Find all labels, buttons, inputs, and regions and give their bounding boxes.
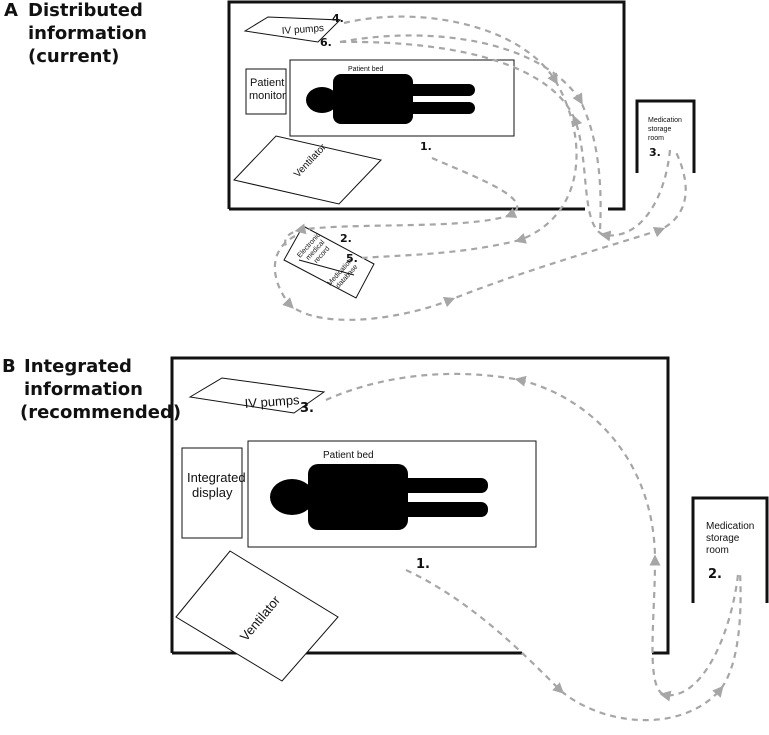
panel-a-iv-pumps-label: IV pumps xyxy=(281,23,324,37)
panel-a-title-line1: Distributed xyxy=(28,0,143,21)
panel-a-path-storage-to-pumps xyxy=(336,40,672,242)
panel-b-integrated-display-label1: Integrated xyxy=(187,470,246,485)
panel-b-med-storage-label1: Medication xyxy=(706,521,754,532)
panel-b-path-bed-to-storage xyxy=(405,569,742,722)
panel-a-step-4: 4. xyxy=(332,12,344,25)
panel-a-step-2: 2. xyxy=(340,232,352,245)
panel-a-step-5: 5. xyxy=(346,252,358,265)
panel-a: A Distributed information (current) IV p… xyxy=(4,0,696,321)
panel-a-letter: A xyxy=(4,0,18,21)
panel-b-med-storage-label3: room xyxy=(706,545,729,556)
panel-b-integrated-display-label2: display xyxy=(192,485,233,500)
panel-b-letter: B xyxy=(2,356,16,377)
panel-a-room-walls xyxy=(227,0,626,211)
panel-b-patient-bed-label: Patient bed xyxy=(323,450,374,461)
panel-a-workflow-paths xyxy=(273,15,687,321)
panel-b-med-storage-label2: storage xyxy=(706,533,740,544)
panel-a-med-storage-label2: storage xyxy=(648,126,671,133)
panel-b-workflow-paths xyxy=(325,372,742,722)
panel-b-patient-silhouette xyxy=(270,464,488,530)
panel-a-title-line2: information xyxy=(28,23,147,44)
panel-a-title-line3: (current) xyxy=(28,46,119,67)
panel-a-patient-bed-label: Patient bed xyxy=(348,66,384,73)
panel-b-step-3: 3. xyxy=(300,401,314,416)
panel-a-med-storage-room xyxy=(635,99,696,173)
panel-b-ventilator xyxy=(175,550,339,682)
panel-a-emr-card xyxy=(283,225,375,299)
panel-b-title-line1: Integrated xyxy=(24,356,132,377)
panel-a-med-storage-label3: room xyxy=(648,135,664,142)
panel-b-iv-pumps-label: IV pumps xyxy=(244,392,300,411)
panel-b: B Integrated information (recommended) I… xyxy=(2,356,769,722)
panel-a-iv-pumps xyxy=(243,16,342,43)
panel-b-step-1: 1. xyxy=(416,557,430,572)
panel-b-iv-pumps xyxy=(188,377,326,414)
panel-a-path-pumps-to-emr xyxy=(343,15,578,260)
panel-a-path-emr-loop xyxy=(273,149,687,321)
panel-a-patient-monitor-label1: Patient xyxy=(250,77,284,89)
panel-b-step-2: 2. xyxy=(708,567,722,582)
panel-a-step-3: 3. xyxy=(649,146,661,159)
panel-b-integrated-display xyxy=(181,447,243,539)
panel-b-title-line2: information xyxy=(24,379,143,400)
panel-b-path-storage-to-pumps xyxy=(325,372,740,702)
panel-a-step-6: 6. xyxy=(320,36,332,49)
panel-a-path-pumps-return xyxy=(339,34,602,231)
panel-a-patient-monitor xyxy=(245,68,287,115)
panel-a-step-1: 1. xyxy=(420,140,432,153)
panel-a-patient-monitor-label2: monitor xyxy=(249,90,286,102)
panel-b-title-line3: (recommended) xyxy=(20,402,181,423)
panel-b-med-storage-room xyxy=(691,496,769,603)
panel-a-ventilator xyxy=(233,135,382,205)
panel-a-med-storage-label1: Medication xyxy=(648,117,682,124)
panel-a-patient-silhouette xyxy=(306,74,475,124)
